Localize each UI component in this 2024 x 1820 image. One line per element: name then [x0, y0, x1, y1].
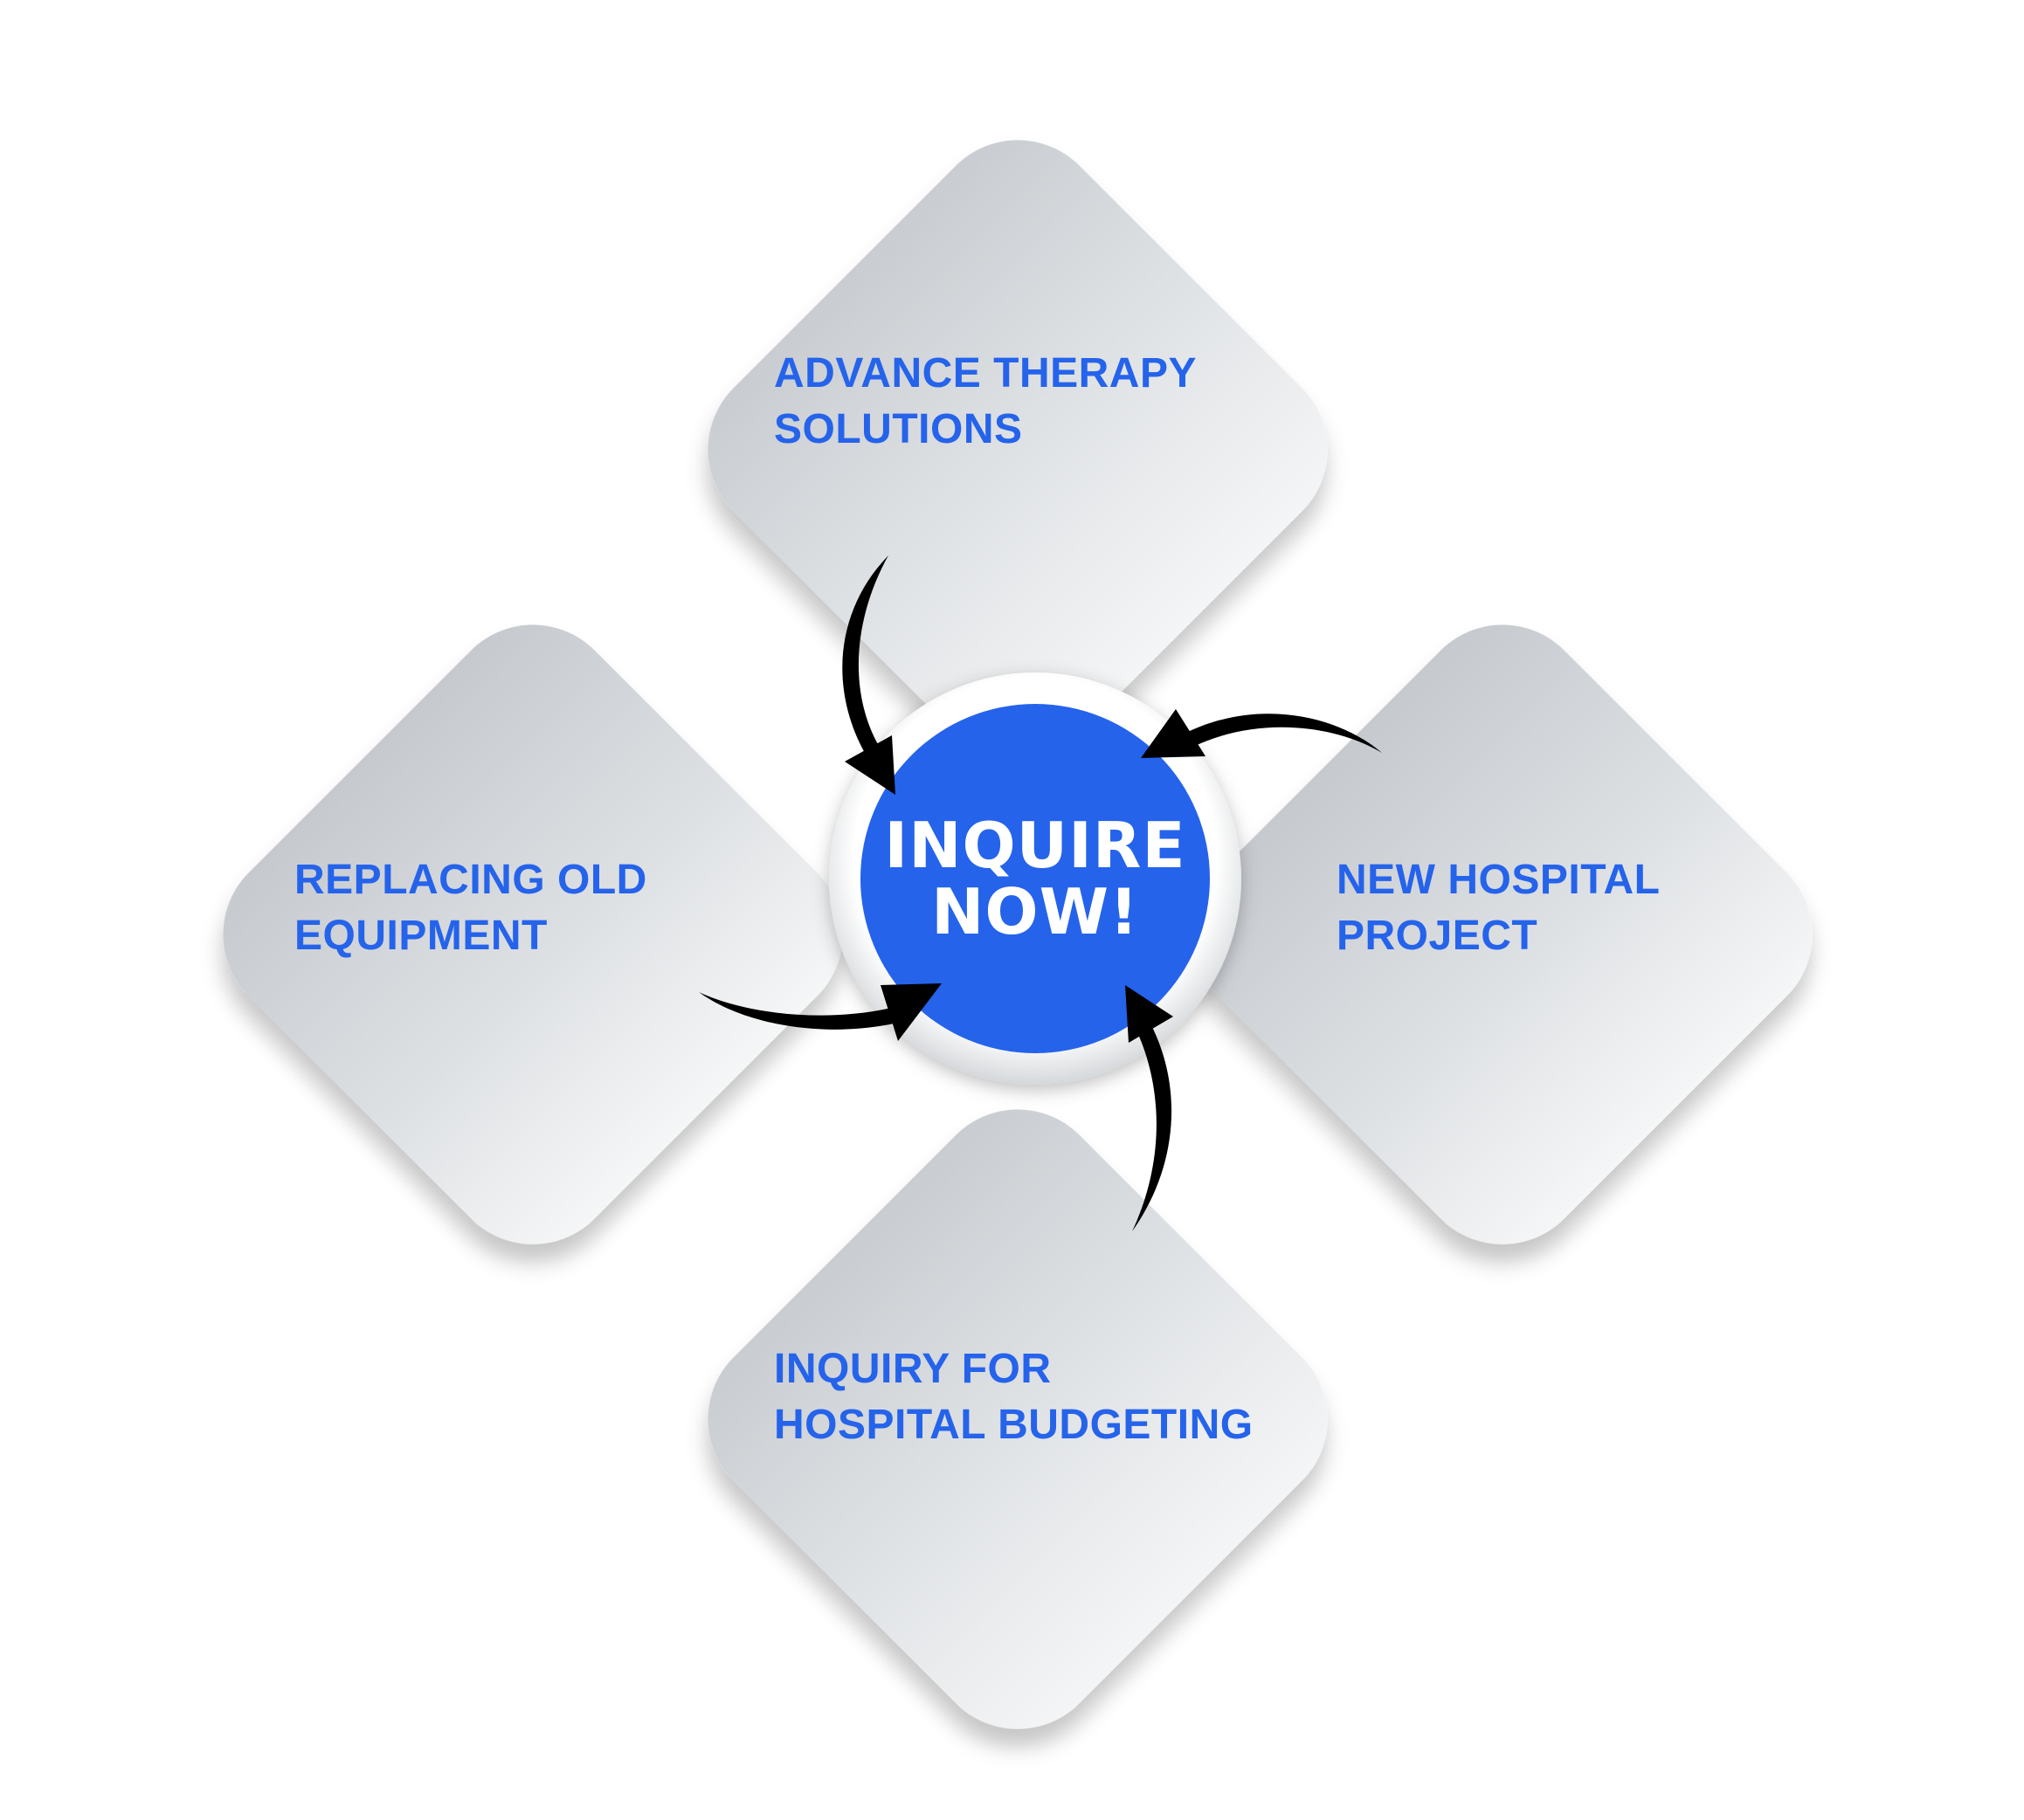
label-bottom-line-1: INQUIRY FOR	[774, 1346, 1052, 1392]
center-disc	[860, 704, 1210, 1053]
label-left-line-2: EQUIPMENT	[294, 913, 548, 959]
arrow-from-top	[842, 555, 895, 795]
arrow-from-right	[1141, 709, 1382, 758]
label-bottom-line-2: HOSPITAL BUDGETING	[774, 1402, 1254, 1448]
inquire-now-line-2: NOW!	[931, 875, 1139, 948]
label-right-line-1: NEW HOSPITAL	[1337, 857, 1661, 903]
arrow-from-left	[699, 983, 942, 1041]
label-top-line-2: SOLUTIONS	[774, 406, 1023, 452]
petal-bottom	[708, 1109, 1328, 1729]
label-left-line-1: REPLACING OLD	[294, 857, 647, 903]
inquire-now-button[interactable]: INQUIRE NOW!	[860, 704, 1210, 1053]
label-inquiry-for-hospital-budgeting: INQUIRY FOR HOSPITAL BUDGETING	[774, 1341, 1316, 1453]
label-replacing-old-equipment: REPLACING OLD EQUIPMENT	[294, 852, 836, 964]
petal-right	[1192, 624, 1813, 1244]
inquire-now-line-1: INQUIRE	[884, 809, 1186, 882]
arrow-from-bottom	[1125, 985, 1173, 1231]
petal-left	[223, 624, 843, 1244]
label-right-line-2: PROJECT	[1337, 913, 1538, 959]
label-advance-therapy-solutions: ADVANCE THERAPY SOLUTIONS	[774, 346, 1316, 458]
label-new-hospital-project: NEW HOSPITAL PROJECT	[1337, 852, 1878, 964]
label-top-line-1: ADVANCE THERAPY	[774, 350, 1197, 396]
